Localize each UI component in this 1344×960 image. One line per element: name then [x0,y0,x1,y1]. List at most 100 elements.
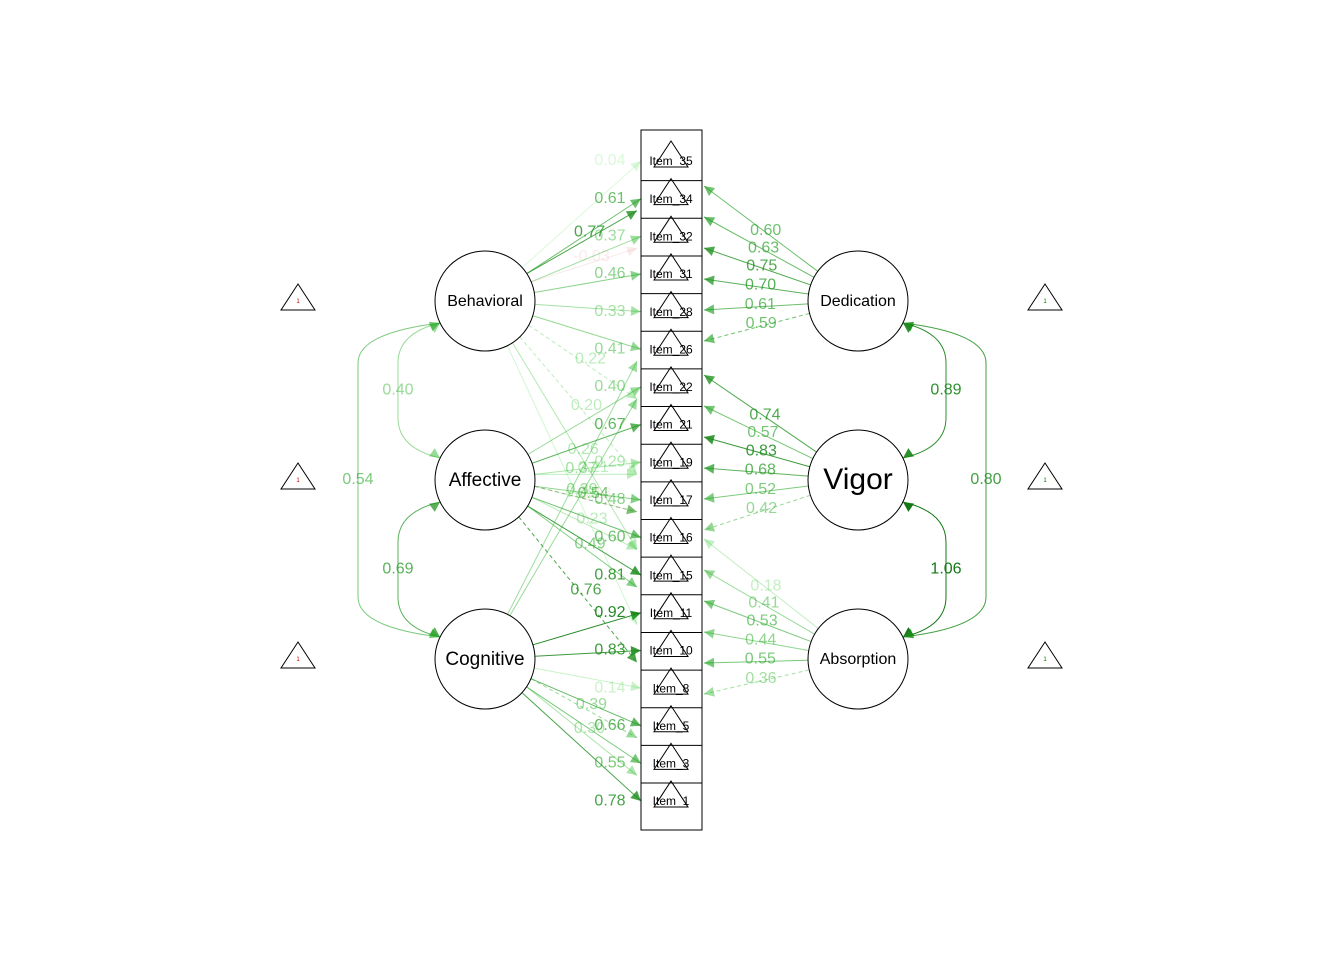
cross-loading-label: 0.09 [565,484,596,501]
cross-loading-label: 0.49 [574,535,605,552]
item-intercept-triangle [653,780,689,808]
arrowhead [704,217,716,227]
arrowhead [630,305,641,316]
item-intercept-triangle [653,591,689,620]
intercept-triangle [1027,283,1063,311]
arrowhead [630,493,641,504]
cross-loading-path [506,345,638,626]
cross-loading-label: 0.76 [570,582,601,599]
cross-loading-label: 0.39 [566,481,597,498]
loading-label: 0.78 [594,792,625,809]
arrowhead [903,502,915,512]
cross-loading-label: 0.77 [574,224,605,241]
arrowhead [704,463,715,474]
covariance-label: 0.80 [970,471,1001,488]
loading-label: 0.81 [594,566,625,583]
cross-loading-path [531,247,638,283]
item-intercept-triangle [653,215,689,243]
loading-label: 0.70 [745,276,776,293]
loading-label: 0.37 [594,228,625,245]
loading-label: 0.14 [594,679,625,696]
loading-label: 0.40 [594,378,625,395]
arrowhead [704,686,715,697]
loading-label: 0.55 [745,651,776,668]
arrowhead [627,361,637,373]
loading-label: 0.36 [745,670,776,687]
loading-label: 0.04 [594,152,625,169]
loading-label: 0.46 [594,265,625,282]
arrowhead [629,753,641,764]
latent-factor-affective [434,429,536,531]
loading-path [532,612,642,646]
item-label: Item_5 [653,719,690,733]
loading-path [703,405,814,460]
latent-factor-cognitive [434,608,536,710]
loading-path [521,160,642,268]
item-label: Item_1 [653,794,690,808]
loading-path [534,485,642,501]
loading-path [703,467,809,477]
loading-path [703,247,811,286]
loading-label: 0.48 [594,491,625,508]
latent-factor-absorption [807,608,909,710]
loading-label: 0.75 [746,258,777,275]
cross-loading-label: 0.26 [568,441,599,458]
cross-loading-path [530,678,638,739]
loading-path [703,600,812,643]
arrowhead [626,651,637,663]
arrowhead [627,398,637,411]
arrowhead [704,434,715,445]
covariance-path [357,322,441,638]
item-intercept-triangle [653,365,689,394]
item-label: Item_8 [653,681,690,695]
arrowhead [704,375,716,385]
intercept-triangle [1027,462,1063,490]
loading-path [527,386,642,455]
covariance-label: 0.69 [382,561,413,578]
factor-label: Vigor [823,463,893,496]
item-label: Item_17 [649,493,693,507]
intercept-label: 1 [1043,299,1047,305]
arrowhead [629,529,641,539]
loading-path [703,485,809,500]
arrowhead [704,246,716,256]
item-label: Item_28 [649,305,693,319]
loading-path [530,235,642,283]
covariance-label: 0.89 [930,382,961,399]
arrowhead [629,610,641,621]
arrowhead [630,681,641,692]
latent-factor-behavioral [434,250,536,352]
cross-loading-path [531,496,638,550]
cross-loading-label: 0.21 [578,459,609,476]
arrowhead [704,570,716,580]
loading-path [534,649,642,657]
factor-label: Absorption [820,651,897,668]
arrowhead [704,492,715,503]
factor-label: Affective [449,470,522,491]
loading-path [527,505,642,576]
cross-loading-path [509,398,638,616]
cross-loading-path [528,324,638,400]
arrowhead [629,235,641,245]
item-label: Item_16 [649,531,693,545]
arrowhead [625,728,637,738]
loading-label: 0.68 [745,462,776,479]
item-label: Item_22 [649,380,693,394]
loading-path [526,198,642,274]
loading-path [703,538,819,629]
item-intercept-triangle [653,629,689,657]
loading-label: 0.92 [594,604,625,621]
loading-label: 0.41 [748,595,779,612]
cross-loading-path [527,505,638,588]
covariance-label: 0.54 [342,471,373,488]
cross-loading-label: 0.23 [576,511,607,528]
loading-path [521,692,642,802]
loading-label: 0.53 [746,613,777,630]
loading-path [532,315,642,350]
latent-factor-vigor [807,429,909,531]
item-intercept-triangle [653,704,689,733]
factor-label: Cognitive [445,649,524,670]
arrowhead [625,577,637,588]
intercept-label: 1 [1043,657,1047,663]
